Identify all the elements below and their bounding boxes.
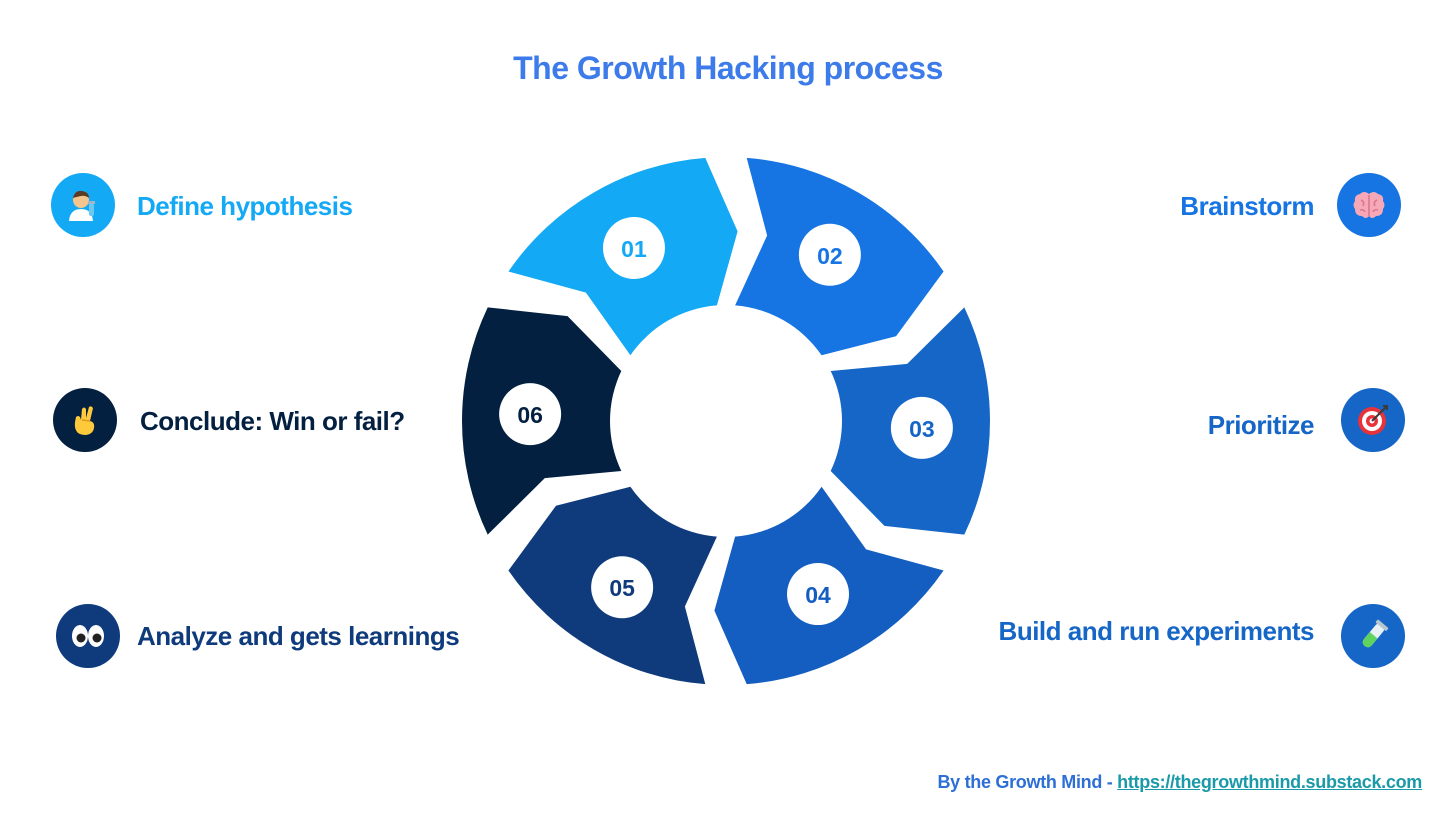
step-5-icon-badge [56,604,120,668]
step-1-icon-badge [51,173,115,237]
step-5-label: Analyze and gets learnings [137,621,460,651]
footer-link[interactable]: https://thegrowthmind.substack.com [1117,772,1422,792]
step-3-label: Prioritize [1207,410,1315,440]
step-number: 04 [805,582,831,608]
step-4-label: Build and run experiments [998,616,1315,646]
step-number-badge [890,396,953,459]
footer-text: By the Growth Mind - [937,772,1118,792]
cycle-step-03: 03 [830,307,990,535]
footer-credit: By the Growth Mind - https://thegrowthmi… [937,772,1422,793]
step-number-badge [798,223,861,286]
step-2-icon-badge [1337,173,1401,237]
cycle-step-06: 06 [462,307,622,535]
step-number: 05 [609,575,635,601]
step-number: 06 [517,402,543,428]
crossed-fingers-icon [74,406,95,435]
cycle-step-01: 01 [508,157,738,356]
test-tube-icon [1362,619,1389,648]
step-number-badge [591,556,654,619]
scientist-icon [69,190,95,221]
step-number: 03 [909,416,935,442]
step-6-label: Conclude: Win or fail? [140,406,405,436]
step-1-label: Define hypothesis [137,191,353,221]
step-number-badge [787,563,850,626]
eyes-icon [72,625,104,647]
step-4-icon-badge [1341,604,1405,668]
target-icon [1358,405,1388,435]
step-number: 01 [621,236,647,262]
step-6-icon-badge [53,388,117,452]
step-3-icon-badge [1341,388,1405,452]
brain-icon [1353,192,1385,218]
step-2-label: Brainstorm [1180,191,1314,221]
cycle-step-04: 04 [714,486,944,685]
page-title: The Growth Hacking process [513,50,943,86]
cycle-step-02: 02 [735,157,944,356]
step-number: 02 [817,243,843,269]
step-number-badge [499,383,562,446]
step-number-badge [602,216,665,279]
cycle-step-05: 05 [508,486,717,685]
